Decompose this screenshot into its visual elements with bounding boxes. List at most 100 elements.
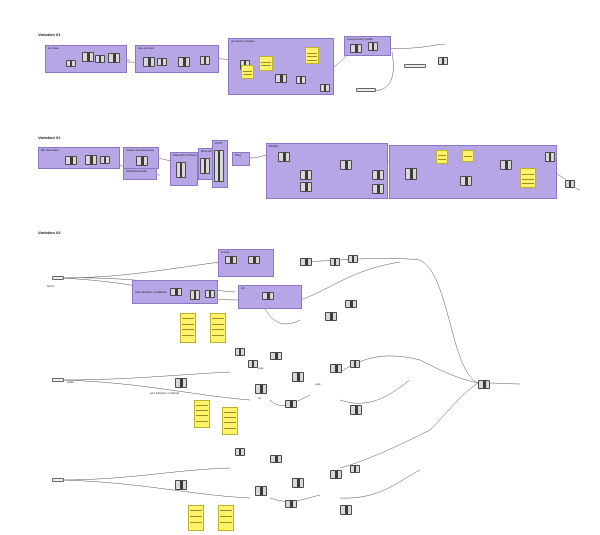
group-label: Surface Grid Generation <box>126 149 155 152</box>
yellow-panel[interactable] <box>210 313 226 343</box>
group-label: Move Vertical <box>201 150 217 153</box>
merge-node[interactable] <box>478 380 490 389</box>
group-label: point attraction / conditional <box>135 291 167 294</box>
component-node[interactable] <box>348 255 358 263</box>
component-node[interactable] <box>438 57 448 65</box>
component-node[interactable] <box>300 258 312 266</box>
component-node[interactable] <box>278 152 290 162</box>
component-node[interactable] <box>65 156 77 165</box>
group-label: Tiling <box>235 154 242 157</box>
component-node[interactable] <box>285 500 297 508</box>
component-node[interactable] <box>460 176 472 186</box>
group-label: extrude <box>221 251 230 254</box>
component-node[interactable] <box>170 288 182 296</box>
component-node[interactable] <box>95 55 105 63</box>
component-node[interactable] <box>340 505 352 515</box>
group-label: loft <box>241 287 245 290</box>
number-slider[interactable] <box>356 88 376 92</box>
group-wave-points[interactable]: Wave (lift ref) Points <box>170 152 198 186</box>
component-node[interactable] <box>108 53 120 63</box>
section-title-variation-03: Variation 03 <box>38 230 61 235</box>
component-node[interactable] <box>300 170 312 180</box>
component-node[interactable] <box>350 360 360 368</box>
yellow-panel[interactable] <box>222 407 238 435</box>
component-node[interactable] <box>85 155 97 165</box>
component-node[interactable] <box>270 455 282 463</box>
component-node[interactable] <box>178 57 190 67</box>
group-label: box base <box>48 47 59 50</box>
component-node[interactable] <box>175 480 187 490</box>
group-tiling[interactable]: Tiling <box>232 152 250 166</box>
component-node[interactable] <box>340 160 352 170</box>
component-node[interactable] <box>292 372 304 382</box>
yellow-panel[interactable] <box>259 56 273 71</box>
component-node[interactable] <box>292 478 304 488</box>
param-input[interactable] <box>52 276 64 280</box>
section-title-variation-01: Variation 01 <box>38 32 61 37</box>
component-node[interactable] <box>350 465 360 473</box>
yellow-panel[interactable] <box>241 65 254 79</box>
component-node[interactable] <box>255 384 267 394</box>
yellow-panel[interactable] <box>436 150 448 164</box>
component-node[interactable] <box>176 162 186 178</box>
group-label: Roofline <box>269 145 279 148</box>
component-node[interactable] <box>345 300 357 308</box>
component-node[interactable] <box>300 182 312 192</box>
group-label: Box Generation <box>41 149 60 152</box>
component-node[interactable] <box>205 290 215 298</box>
yellow-panel[interactable] <box>520 168 536 188</box>
group-label: get and fix curvature <box>231 40 255 43</box>
component-node[interactable] <box>325 312 337 321</box>
component-node[interactable] <box>270 352 282 360</box>
group-box-generation[interactable]: Box Generation <box>38 147 120 169</box>
component-node[interactable] <box>320 84 330 92</box>
component-node[interactable] <box>100 156 110 164</box>
component-node[interactable] <box>405 168 417 180</box>
component-node[interactable] <box>66 60 76 67</box>
component-node[interactable] <box>330 470 342 479</box>
component-node[interactable] <box>214 150 224 182</box>
component-node[interactable] <box>175 378 187 388</box>
yellow-panel[interactable] <box>305 47 319 64</box>
component-node[interactable] <box>275 74 287 83</box>
component-node[interactable] <box>372 184 384 194</box>
component-node[interactable] <box>248 256 260 264</box>
component-node[interactable] <box>200 158 210 174</box>
component-node[interactable] <box>285 400 297 408</box>
component-node[interactable] <box>262 292 274 300</box>
component-node[interactable] <box>255 486 267 496</box>
component-node[interactable] <box>200 56 210 65</box>
component-node[interactable] <box>157 58 167 66</box>
component-node[interactable] <box>500 160 512 170</box>
component-node[interactable] <box>330 258 340 266</box>
yellow-panel[interactable] <box>188 505 204 531</box>
component-node[interactable] <box>136 156 148 166</box>
group-subdivision-length[interactable]: Subdivision length <box>123 168 157 180</box>
component-node[interactable] <box>368 42 378 51</box>
number-slider[interactable] <box>404 64 426 68</box>
component-node[interactable] <box>330 364 342 373</box>
component-node[interactable] <box>350 405 362 415</box>
param-input[interactable] <box>52 478 64 482</box>
component-node[interactable] <box>82 52 94 62</box>
component-node[interactable] <box>545 152 555 162</box>
component-node[interactable] <box>296 76 306 84</box>
group-label: Lift ID <box>215 142 222 145</box>
component-node[interactable] <box>190 290 200 300</box>
component-node[interactable] <box>235 448 245 456</box>
component-node[interactable] <box>372 170 384 180</box>
component-node[interactable] <box>235 348 245 356</box>
component-node[interactable] <box>350 44 362 53</box>
component-node[interactable] <box>143 57 155 67</box>
label-point-attraction: point attraction / conditional <box>150 392 180 395</box>
yellow-panel[interactable] <box>194 400 210 428</box>
yellow-panel[interactable] <box>180 313 196 343</box>
yellow-panel[interactable] <box>218 505 234 531</box>
param-input[interactable] <box>52 378 64 382</box>
section-title-variation-02: Variation 02 <box>38 135 61 140</box>
component-node[interactable] <box>225 256 237 264</box>
component-node[interactable] <box>248 360 258 368</box>
component-node[interactable] <box>565 180 575 188</box>
yellow-panel[interactable] <box>462 150 474 162</box>
